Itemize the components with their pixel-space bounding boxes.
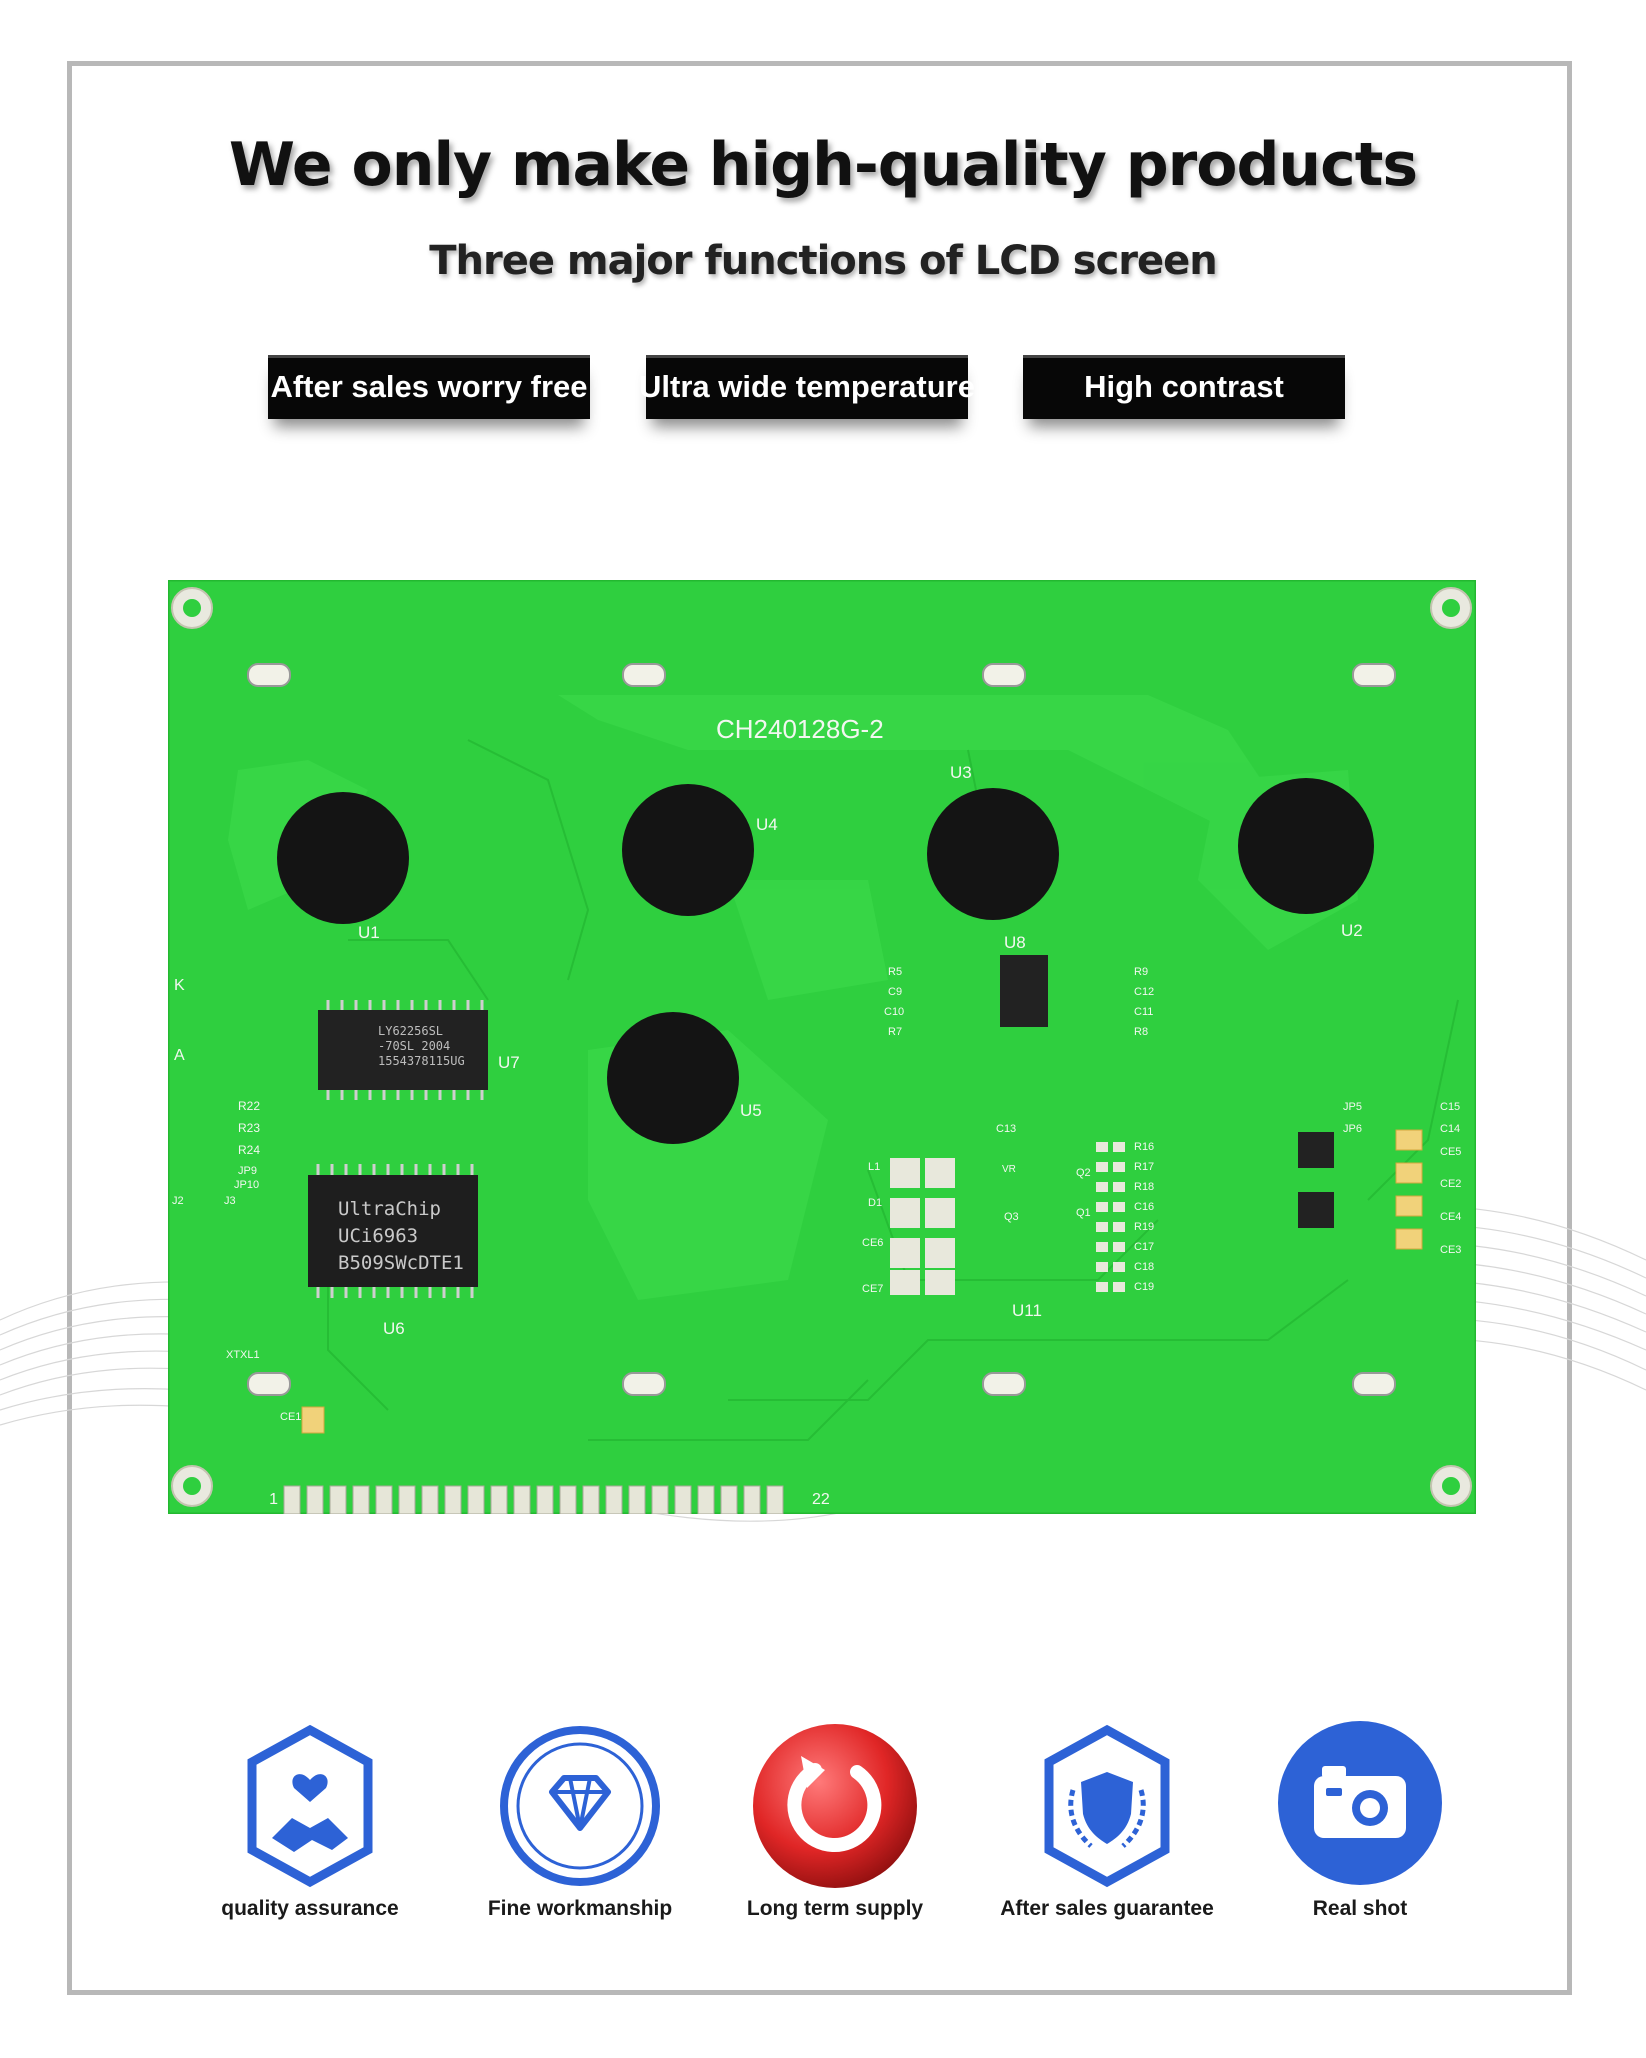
- label-ce1: CE1: [280, 1411, 301, 1423]
- label-r19: R19: [1134, 1221, 1154, 1233]
- label-c17: C17: [1134, 1241, 1154, 1253]
- label-r18: R18: [1134, 1181, 1154, 1193]
- controller-chip: [308, 1175, 478, 1287]
- page-subtitle: Three major functions of LCD screen: [429, 238, 1218, 284]
- pcb-graphic: LY62256SL -70SL 2004 1554378115UG UltraC…: [166, 578, 1478, 1516]
- label-ce2: CE2: [1440, 1178, 1461, 1190]
- label-c18: C18: [1134, 1261, 1154, 1273]
- label-r5: R5: [888, 966, 902, 978]
- label-r17: R17: [1134, 1161, 1154, 1173]
- label-c10: C10: [884, 1006, 904, 1018]
- label-c15: C15: [1440, 1101, 1460, 1113]
- sram-marking-3: 1554378115UG: [378, 1054, 465, 1068]
- handshake-heart-icon: [247, 1724, 373, 1888]
- label-u3: U3: [950, 763, 972, 782]
- label-ce5: CE5: [1440, 1146, 1461, 1158]
- label-l1: L1: [868, 1161, 880, 1173]
- label-u4: U4: [756, 815, 778, 834]
- label-c11: C11: [1134, 1006, 1153, 1018]
- chip-lot-text: B509SWcDTE1: [338, 1252, 464, 1274]
- label-ce6: CE6: [862, 1237, 883, 1249]
- label-jp10: JP10: [234, 1179, 259, 1191]
- badge-real-shot: [1250, 1710, 1470, 1900]
- badge-label-long-term-supply: Long term supply: [746, 1897, 924, 1920]
- label-u11: U11: [1012, 1301, 1042, 1320]
- pin-last-label: 22: [812, 1491, 830, 1508]
- label-u5: U5: [740, 1101, 762, 1120]
- label-r9: R9: [1134, 966, 1148, 978]
- sram-marking-1: LY62256SL: [378, 1024, 443, 1038]
- diamond-icon: [500, 1726, 660, 1886]
- page-title: We only make high-quality products: [228, 130, 1418, 200]
- label-u2: U2: [1341, 921, 1363, 940]
- label-r7: R7: [888, 1026, 902, 1038]
- label-jp5: JP5: [1343, 1101, 1362, 1113]
- label-ce4: CE4: [1440, 1211, 1461, 1223]
- label-r24: R24: [238, 1143, 260, 1157]
- pcb-model-label: CH240128G-2: [716, 714, 884, 744]
- label-r8: R8: [1134, 1026, 1148, 1038]
- mounting-holes: [171, 587, 1472, 1507]
- label-r23: R23: [238, 1121, 260, 1135]
- chip-model-text: UCi6963: [338, 1225, 418, 1247]
- label-xtxl1: XTXL1: [226, 1349, 260, 1361]
- feature-after-sales: After sales worry free: [268, 355, 590, 419]
- badge-quality-assurance: [200, 1710, 420, 1900]
- label-d1: D1: [868, 1197, 882, 1209]
- label-r16: R16: [1134, 1141, 1154, 1153]
- shield-laurel-icon: [1044, 1724, 1170, 1888]
- sram-marking-2: -70SL 2004: [378, 1039, 450, 1053]
- label-c16: C16: [1134, 1201, 1154, 1213]
- pin-first-label: 1: [269, 1491, 278, 1508]
- camera-icon: [1278, 1721, 1442, 1885]
- label-jp6: JP6: [1343, 1123, 1362, 1135]
- label-k: K: [174, 977, 185, 994]
- badge-label-fine-workmanship: Fine workmanship: [487, 1897, 673, 1920]
- label-j2: J2: [172, 1195, 184, 1207]
- page-frame: [67, 61, 1572, 1995]
- label-c9: C9: [888, 986, 902, 998]
- chip-brand-text: UltraChip: [338, 1198, 441, 1220]
- badge-fine-workmanship: [470, 1710, 690, 1900]
- refresh-arrow-icon: [753, 1724, 917, 1888]
- badge-label-after-sales-guarantee: After sales guarantee: [1000, 1897, 1214, 1920]
- badge-label-real-shot: Real shot: [1312, 1897, 1408, 1920]
- label-u1: U1: [358, 923, 380, 942]
- label-r22: R22: [238, 1099, 260, 1113]
- label-u8: U8: [1004, 933, 1026, 952]
- label-vr: VR: [1002, 1164, 1016, 1175]
- lcd-pcb-back: LY62256SL -70SL 2004 1554378115UG UltraC…: [166, 578, 1478, 1516]
- label-u6: U6: [383, 1319, 405, 1338]
- label-c13: C13: [996, 1123, 1016, 1135]
- cob-chips: [277, 778, 1374, 1144]
- label-j3: J3: [224, 1195, 236, 1207]
- badge-label-quality-assurance: quality assurance: [221, 1897, 399, 1920]
- label-u7: U7: [498, 1053, 520, 1072]
- feature-high-contrast: High contrast: [1023, 355, 1345, 419]
- badge-long-term-supply: [725, 1710, 945, 1900]
- label-c19: C19: [1134, 1281, 1154, 1293]
- label-q2: Q2: [1076, 1167, 1091, 1179]
- label-c12: C12: [1134, 986, 1154, 998]
- label-a: A: [174, 1047, 185, 1064]
- badge-after-sales-guarantee: [997, 1710, 1217, 1900]
- feature-wide-temperature: Ultra wide temperature: [639, 355, 975, 419]
- label-jp9: JP9: [238, 1165, 257, 1177]
- label-q3: Q3: [1004, 1211, 1019, 1223]
- label-ce3: CE3: [1440, 1244, 1461, 1256]
- label-q1: Q1: [1076, 1207, 1091, 1219]
- label-ce7: CE7: [862, 1283, 883, 1295]
- sram-chip: [318, 1010, 488, 1090]
- label-c14: C14: [1440, 1123, 1460, 1135]
